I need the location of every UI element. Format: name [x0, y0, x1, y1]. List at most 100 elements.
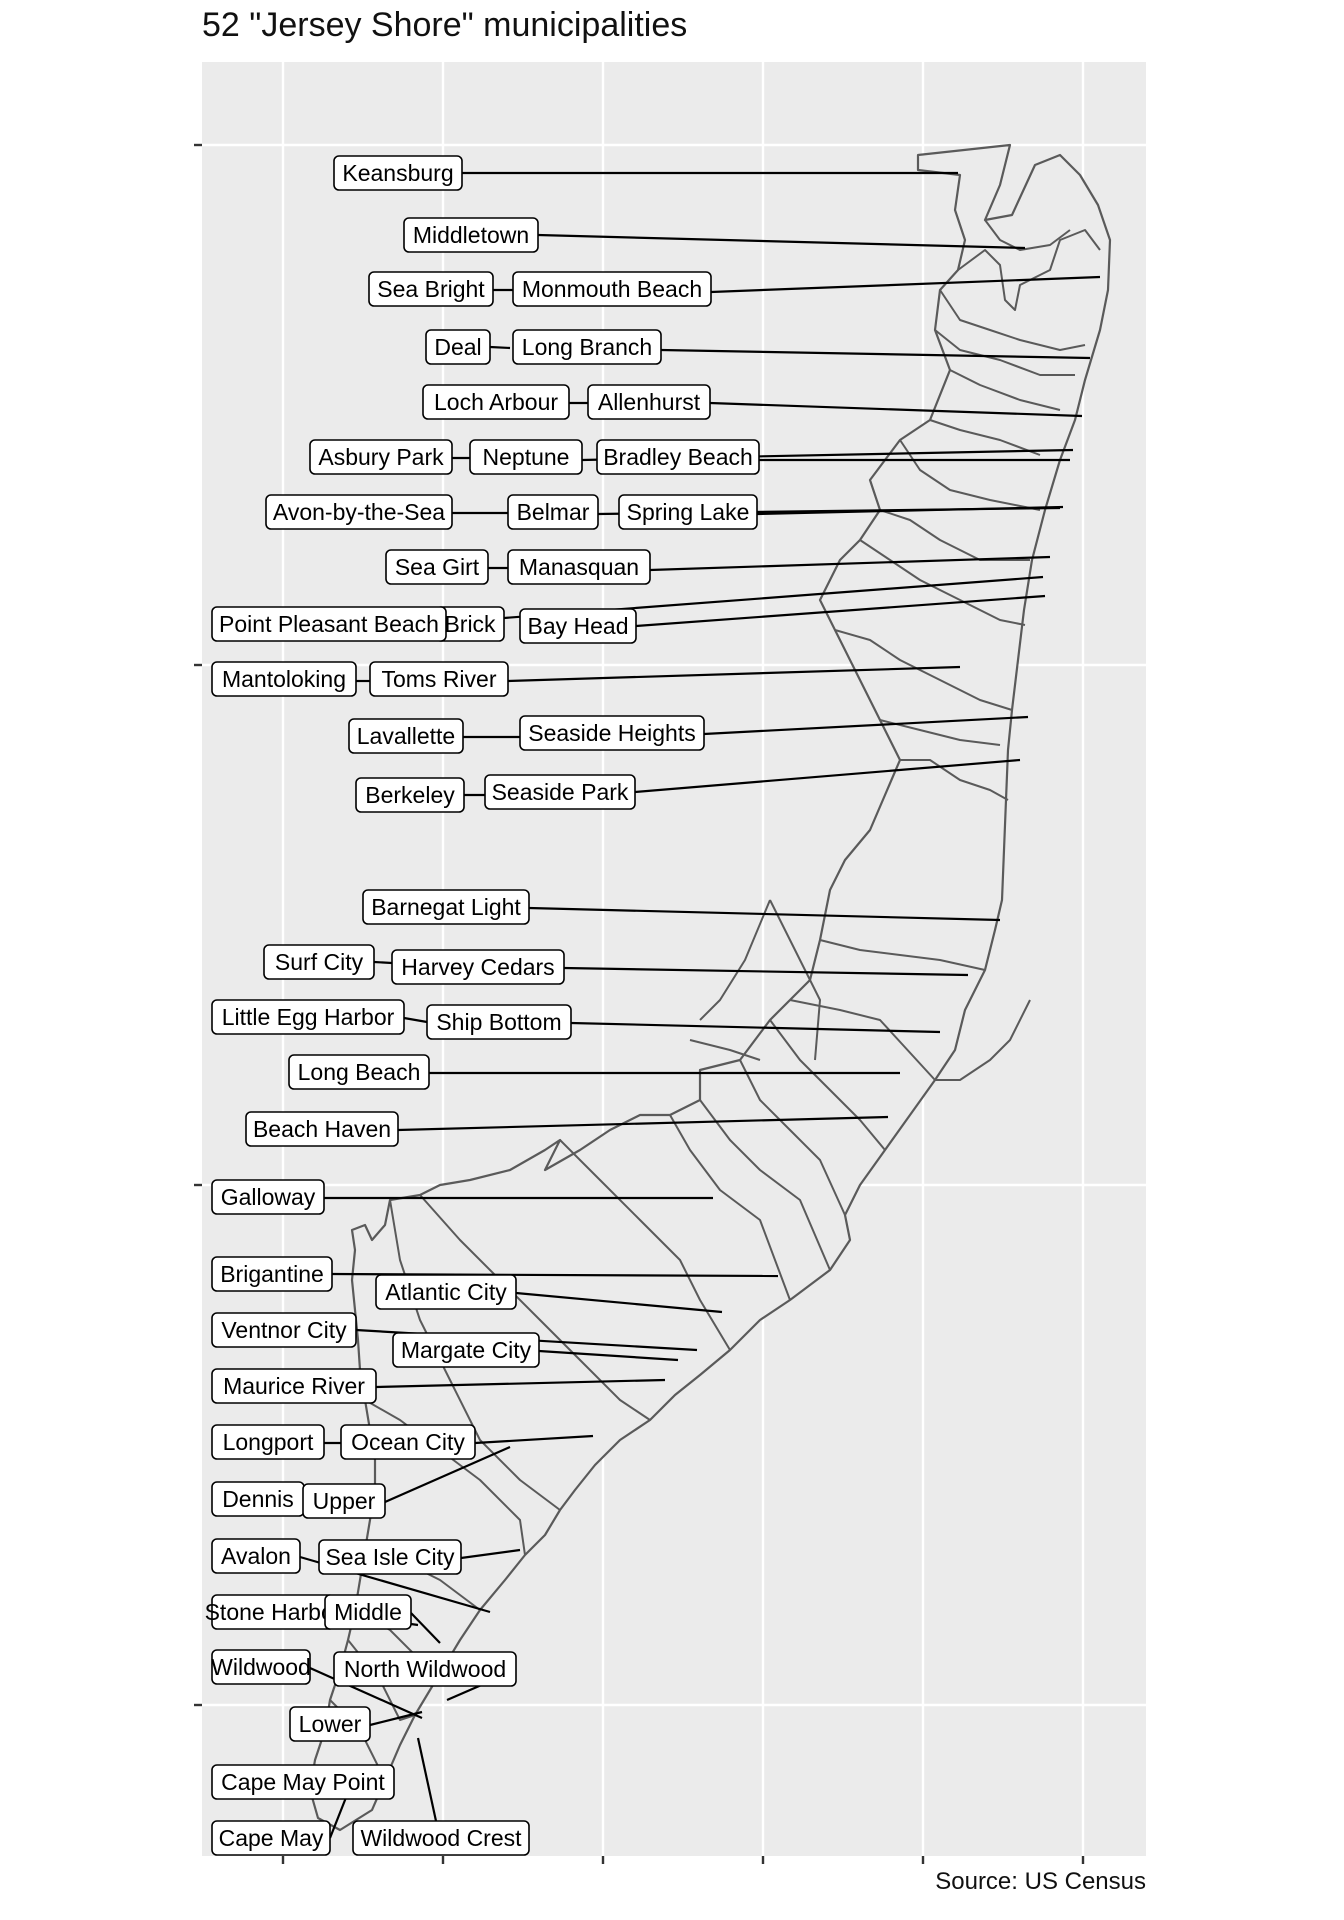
- label-text: Middle: [334, 1599, 402, 1625]
- label-text: Keansburg: [342, 160, 453, 186]
- label-middle: Middle: [324, 1594, 412, 1630]
- label-allenhurst: Allenhurst: [587, 384, 711, 420]
- label-box: [403, 217, 539, 253]
- leader-line-bay-head: [635, 594, 1046, 628]
- label-box: [333, 155, 463, 191]
- label-long-branch: Long Branch: [512, 329, 662, 365]
- municipal-boundary: [699, 1099, 831, 1271]
- label-box: [302, 1483, 386, 1519]
- label-text: Margate City: [401, 1337, 532, 1363]
- label-text: Upper: [313, 1488, 376, 1514]
- leader-line-middletown: [537, 233, 1026, 250]
- label-ship-bottom: Ship Bottom: [426, 1004, 572, 1040]
- label-ventnor-city: Ventnor City: [211, 1312, 357, 1348]
- municipal-boundary: [834, 629, 1013, 711]
- label-box: [392, 1332, 540, 1368]
- municipal-boundary: [769, 1019, 886, 1151]
- label-text: Avon-by-the-Sea: [273, 499, 445, 525]
- label-text: Berkeley: [365, 782, 455, 808]
- label-text: Brigantine: [220, 1261, 324, 1287]
- label-text: Surf City: [275, 949, 364, 975]
- label-bay-head: Bay Head: [519, 608, 637, 644]
- leader-line-long-branch: [660, 348, 1091, 360]
- label-text: Point Pleasant Beach: [219, 611, 439, 637]
- label-box: [211, 661, 357, 697]
- label-box: [211, 606, 447, 642]
- leader-line-wildwood: [309, 1666, 423, 1720]
- municipal-boundary: [699, 899, 771, 1021]
- label-box: [368, 271, 494, 307]
- label-north-wildwood: North Wildwood: [333, 1651, 517, 1687]
- leader-line-lower: [369, 1710, 423, 1727]
- label-text: Sea Girt: [395, 554, 480, 580]
- label-text: Sea Isle City: [325, 1544, 455, 1570]
- label-text: Deal: [434, 334, 481, 360]
- label-box: [318, 1539, 462, 1575]
- label-bradley-beach: Bradley Beach: [596, 439, 760, 475]
- label-box: [512, 329, 662, 365]
- label-box: [263, 944, 375, 980]
- label-dennis: Dennis: [211, 1481, 305, 1517]
- leader-line-ship-bottom: [570, 1021, 941, 1034]
- label-neptune: Neptune: [469, 439, 583, 475]
- label-text: Longport: [223, 1429, 314, 1455]
- label-text: Middletown: [413, 222, 529, 248]
- label-seaside-heights: Seaside Heights: [519, 715, 705, 751]
- leader-line-cape-may: [328, 1794, 349, 1839]
- label-box: [211, 1179, 325, 1215]
- label-box: [587, 384, 711, 420]
- label-middletown: Middletown: [403, 217, 539, 253]
- label-box: [309, 439, 453, 475]
- label-box: [340, 1424, 476, 1460]
- label-text: Wildwood Crest: [360, 1825, 522, 1851]
- label-sea-bright: Sea Bright: [368, 271, 494, 307]
- label-text: Lavallette: [357, 723, 455, 749]
- leader-line-deal: [489, 345, 511, 350]
- municipal-boundary: [669, 1114, 791, 1301]
- label-belmar: Belmar: [507, 494, 599, 530]
- label-box: [425, 329, 491, 365]
- label-text: Mantoloking: [222, 666, 346, 692]
- label-box: [333, 1651, 517, 1687]
- label-box: [385, 549, 489, 585]
- label-text: Cape May Point: [221, 1769, 385, 1795]
- municipal-boundary: [819, 939, 986, 971]
- label-margate-city: Margate City: [392, 1332, 540, 1368]
- label-box: [348, 718, 464, 754]
- chart-title: 52 "Jersey Shore" municipalities: [202, 6, 688, 44]
- label-text: Bradley Beach: [603, 444, 753, 470]
- label-text: Bay Head: [527, 613, 628, 639]
- leader-line-ocean-city: [474, 1434, 594, 1445]
- label-text: Ship Bottom: [436, 1009, 561, 1035]
- leader-line-sea-isle-city: [460, 1548, 521, 1560]
- municipal-boundary: [859, 539, 1026, 626]
- label-mantoloking: Mantoloking: [211, 661, 357, 697]
- municipal-boundary: [984, 219, 1071, 251]
- leader-line-manasquan: [649, 555, 1051, 572]
- label-box: [211, 999, 405, 1035]
- label-box: [289, 1706, 371, 1742]
- label-box: [596, 439, 760, 475]
- leader-line-beach-haven: [397, 1115, 889, 1132]
- label-little-egg-harbor: Little Egg Harbor: [211, 999, 405, 1035]
- label-box: [507, 494, 599, 530]
- municipal-boundary: [929, 419, 1041, 456]
- municipal-boundary: [739, 1059, 846, 1216]
- leader-lines: [299, 171, 1101, 1839]
- label-box: [426, 1004, 572, 1040]
- label-text: Long Beach: [298, 1059, 421, 1085]
- label-monmouth-beach: Monmouth Beach: [512, 271, 712, 307]
- label-beach-haven: Beach Haven: [245, 1111, 399, 1147]
- label-text: Neptune: [483, 444, 570, 470]
- label-box: [618, 494, 758, 530]
- axis-ticks: [194, 143, 1085, 1864]
- leader-line-harvey-cedars: [563, 966, 969, 977]
- label-text: Stone Harbor: [205, 1599, 342, 1625]
- label-text: North Wildwood: [344, 1656, 506, 1682]
- label-ocean-city: Ocean City: [340, 1424, 476, 1460]
- label-cape-may: Cape May: [211, 1820, 331, 1856]
- label-brick: Brick: [435, 606, 505, 642]
- label-box: [211, 1538, 301, 1574]
